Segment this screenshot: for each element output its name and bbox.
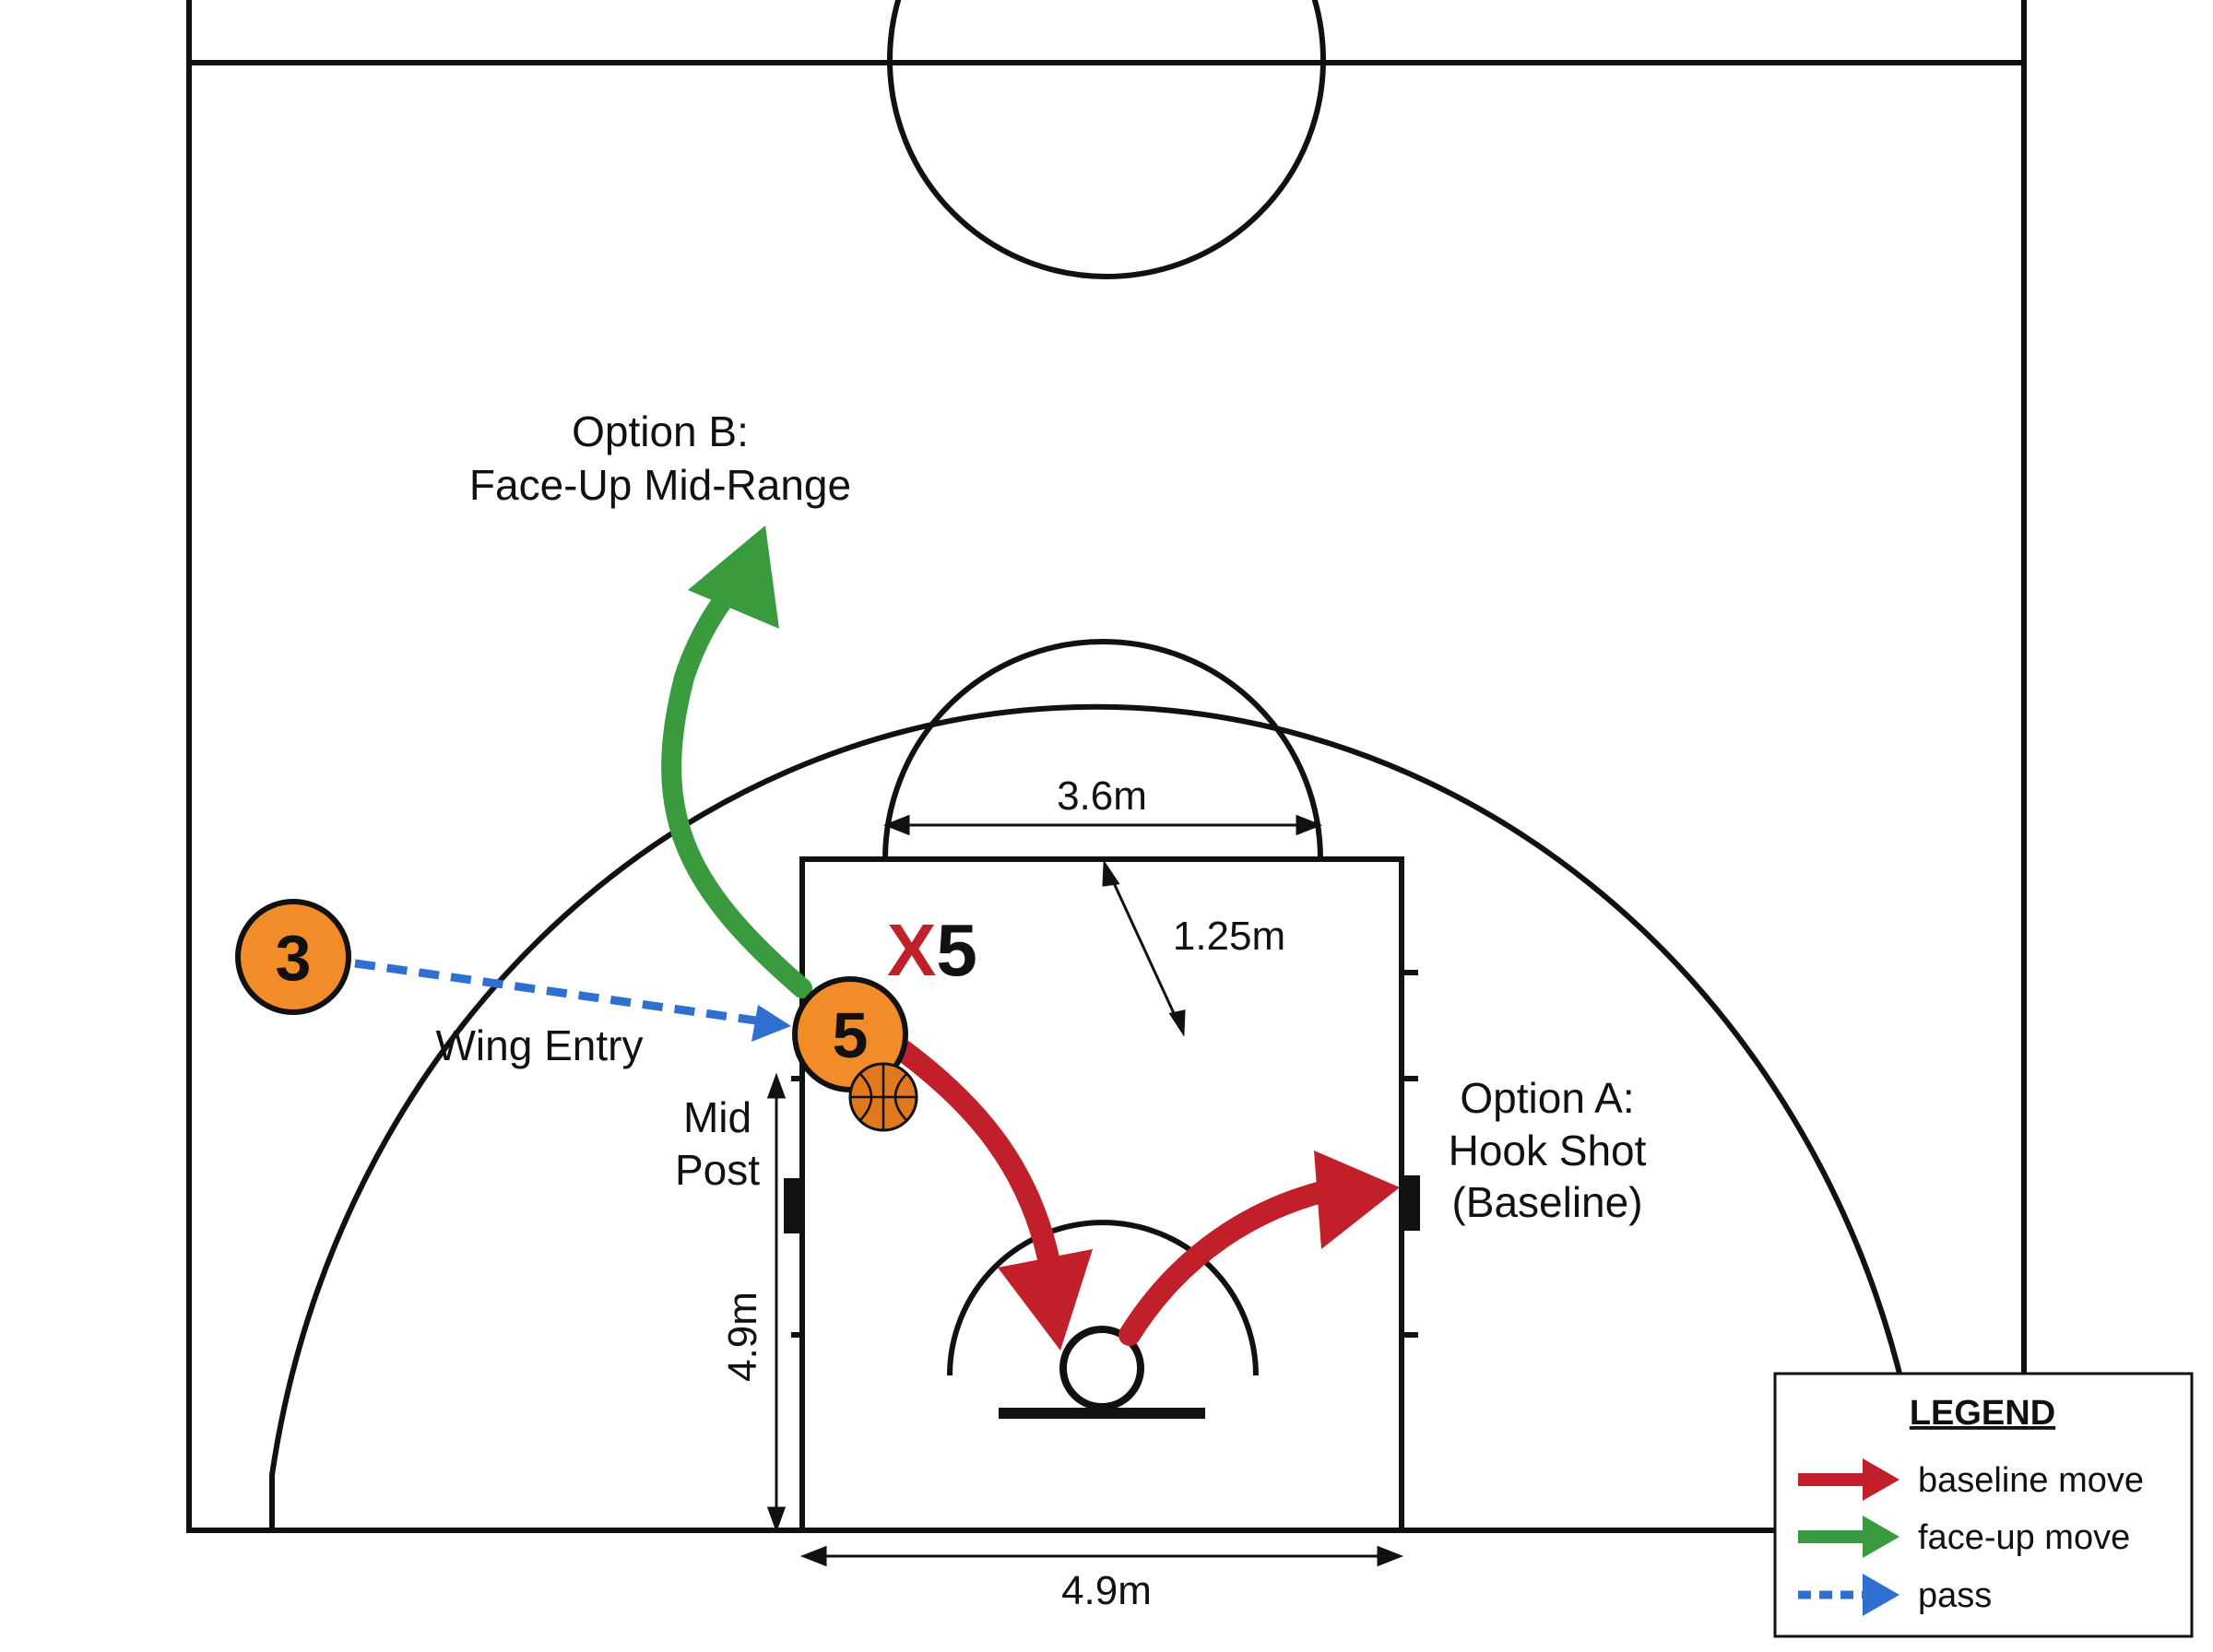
- defender-x: X: [887, 909, 936, 991]
- legend-title: LEGEND: [1910, 1394, 2055, 1433]
- face-up-move-arrow: [661, 525, 812, 998]
- legend-label-face-up-move: face-up move: [1918, 1518, 2130, 1557]
- dim-lane-width-label: 4.9m: [1061, 1568, 1152, 1613]
- three-point-arc: [269, 703, 1907, 1530]
- player-5-number: 5: [833, 999, 869, 1071]
- pass-arrow: [354, 959, 791, 1042]
- dimension-markers: [766, 814, 1404, 1567]
- mid-post-label-1: Mid: [683, 1093, 751, 1141]
- block-right: [1402, 1175, 1420, 1231]
- basketball-icon: [848, 1062, 918, 1132]
- legend-label-baseline-move: baseline move: [1918, 1461, 2144, 1500]
- legend-label-pass: pass: [1918, 1576, 1992, 1615]
- dim-ft-circle-label: 3.6m: [1057, 773, 1147, 819]
- defender-number: 5: [936, 909, 977, 991]
- legend-item-baseline-move: baseline move: [1798, 1458, 2144, 1501]
- option-a-title: Option A:: [1460, 1074, 1634, 1122]
- legend-item-pass: pass: [1798, 1574, 1992, 1616]
- lane-hash-marks: [791, 970, 1418, 1338]
- option-a-subtitle: Hook Shot: [1449, 1127, 1647, 1174]
- player-3-number: 3: [276, 922, 312, 994]
- defender-label: X5: [887, 909, 977, 991]
- free-throw-semicircle: [882, 639, 1323, 860]
- option-b-title: Option B:: [572, 407, 749, 455]
- wing-entry-label: Wing Entry: [436, 1021, 644, 1069]
- center-circle: [887, 0, 1326, 279]
- legend-item-face-up-move: face-up move: [1798, 1516, 2130, 1558]
- baseline-move-arrow-drive: [893, 1040, 1093, 1351]
- dim-lane-length-label: 4.9m: [720, 1292, 765, 1382]
- option-a-subtitle-2: (Baseline): [1451, 1178, 1642, 1226]
- option-b-subtitle: Face-Up Mid-Range: [469, 461, 851, 509]
- dim-ft-distance-label: 1.25m: [1173, 914, 1285, 959]
- baseline-move-arrow-hook: [1118, 1150, 1400, 1346]
- rim: [1059, 1326, 1144, 1410]
- player-3: 3: [235, 899, 351, 1015]
- legend: LEGEND baseline move face-up move pass: [1773, 1372, 2194, 1638]
- court-lines: [186, 0, 2027, 1533]
- block-left: [784, 1178, 802, 1233]
- restricted-arc: [947, 1220, 1259, 1376]
- mid-post-label-2: Post: [675, 1146, 760, 1194]
